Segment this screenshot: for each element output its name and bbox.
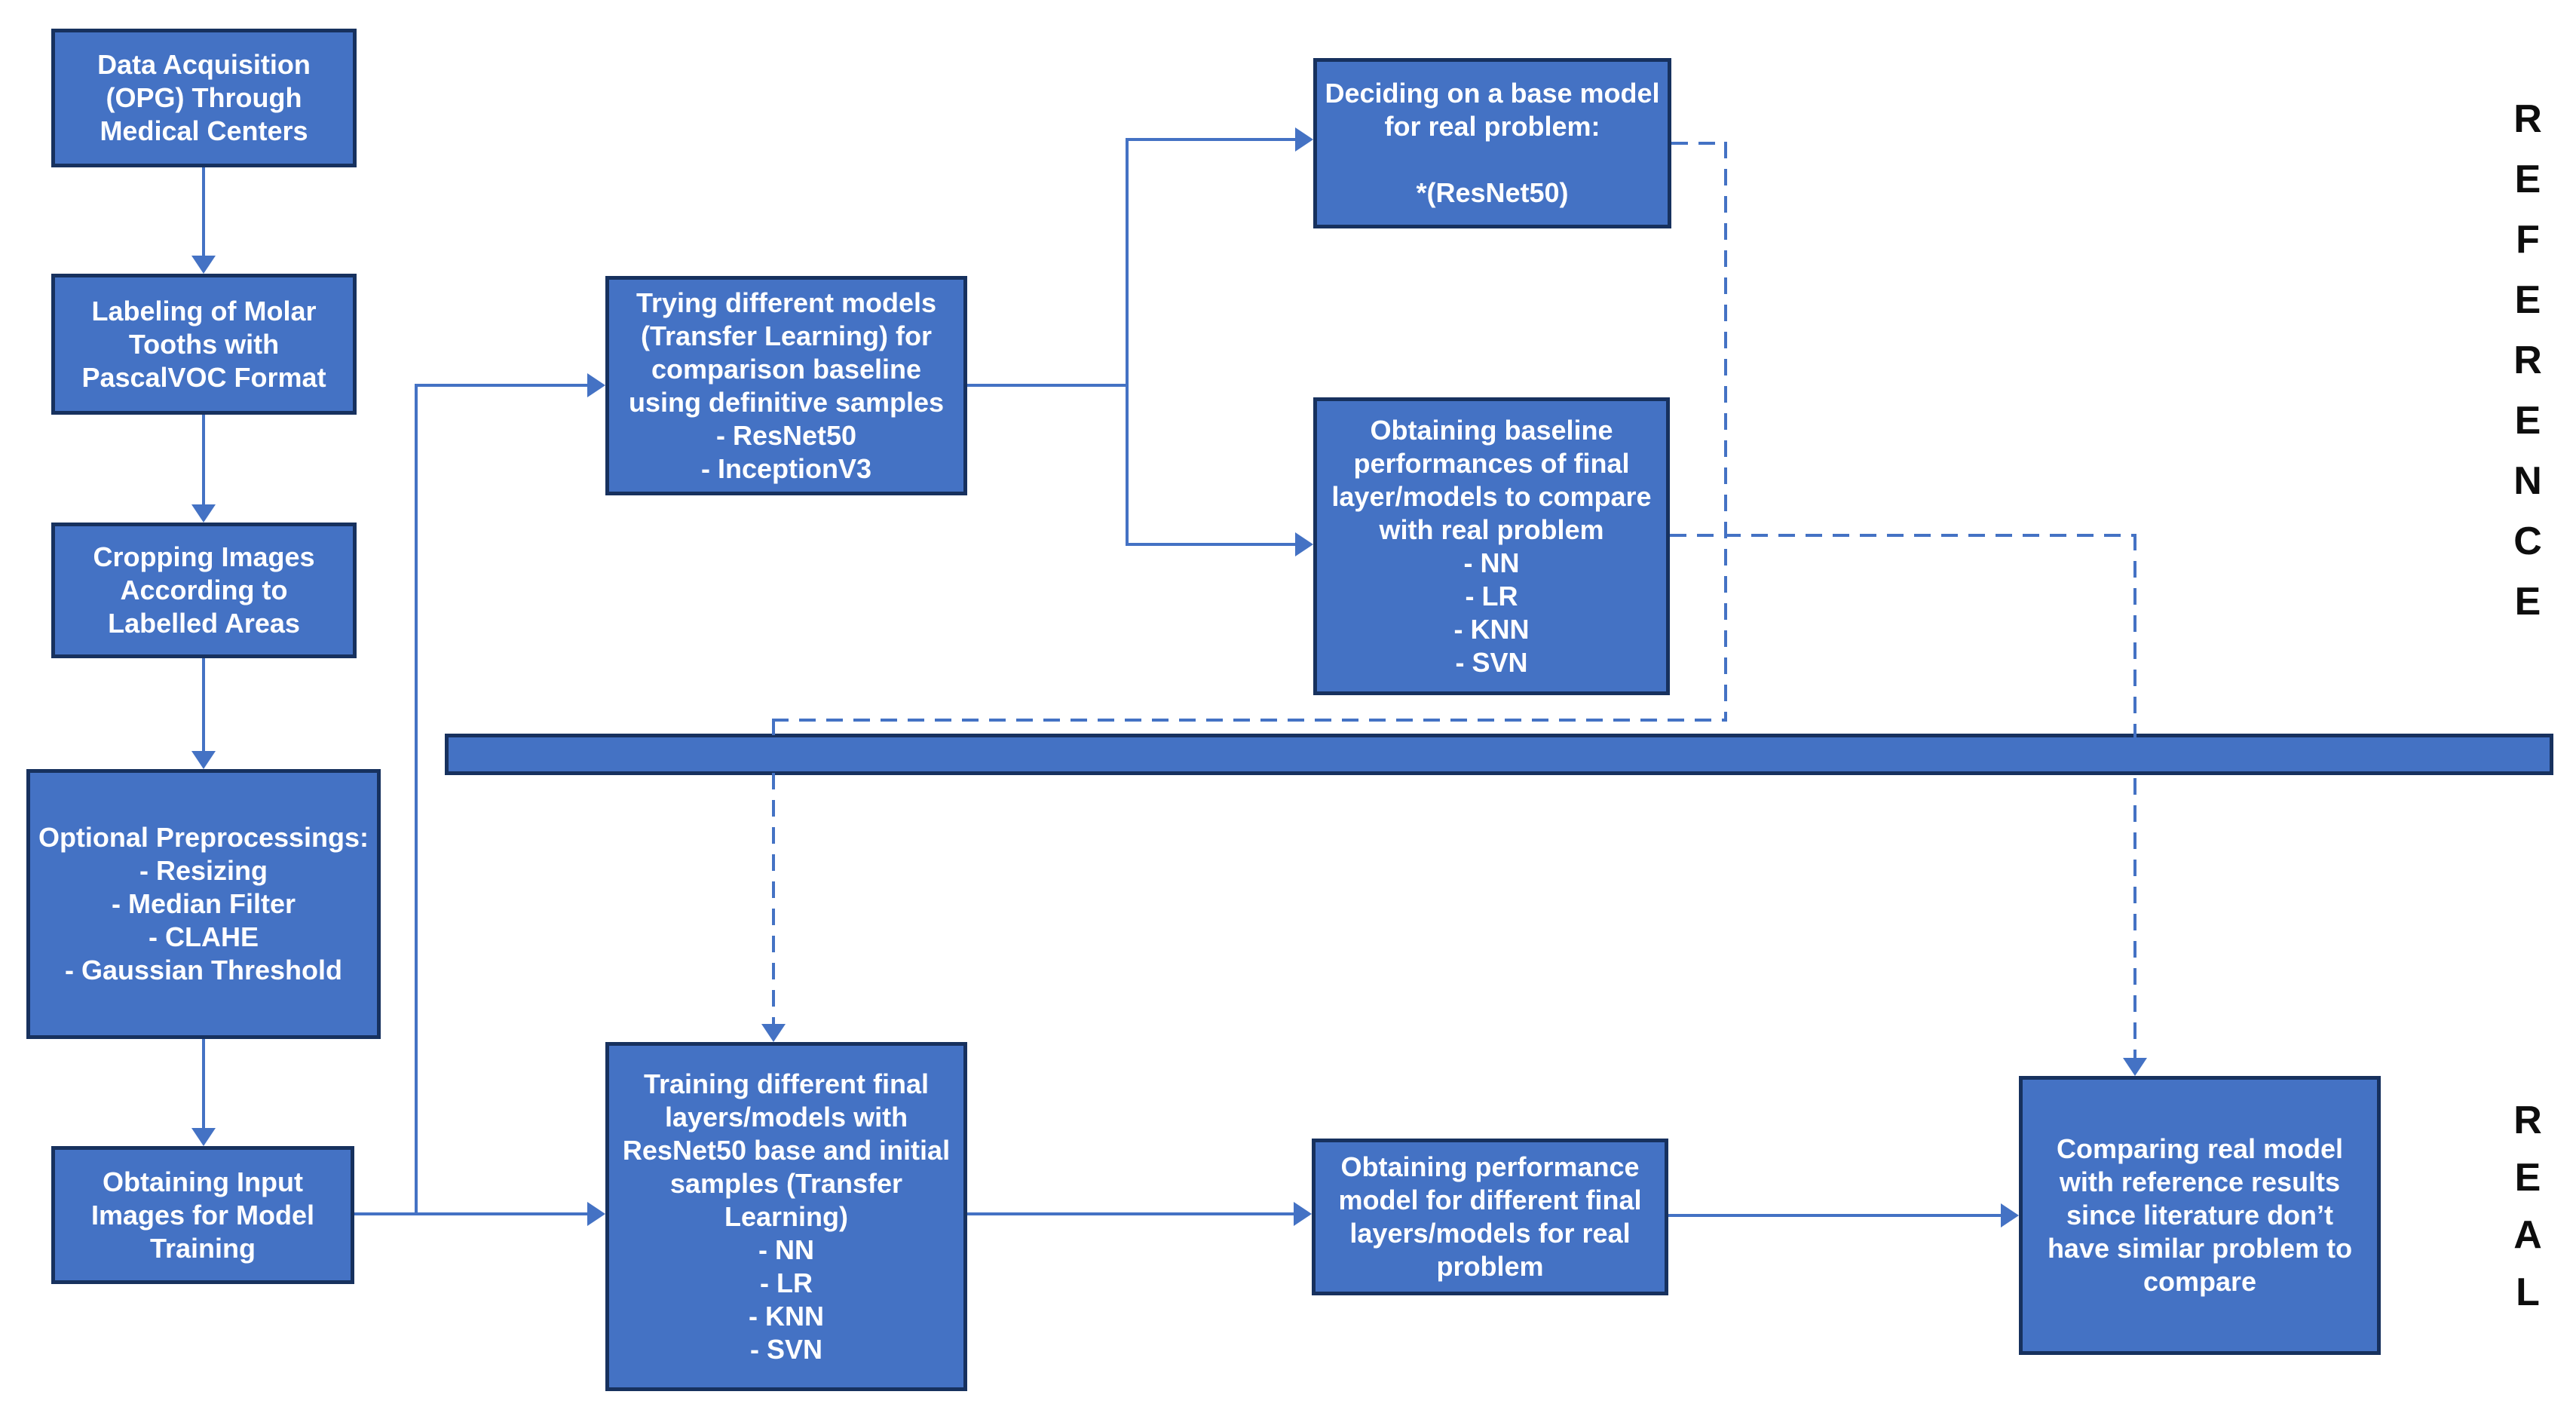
arrowhead-down-icon <box>191 256 216 274</box>
node-trying-models-label: Trying different models (Transfer Learni… <box>628 287 945 484</box>
arrowhead-right-icon <box>1295 532 1313 556</box>
arrowhead-right-icon <box>1295 127 1313 152</box>
connector-performance-to-comparing <box>1668 1214 2004 1217</box>
node-data-acquisition-label: Data Acquisition (OPG) Through Medical C… <box>97 49 311 146</box>
connector-input-to-training <box>354 1212 590 1215</box>
node-baseline-performances: Obtaining baseline performances of final… <box>1313 397 1670 695</box>
node-cropping: Cropping Images According to Labelled Ar… <box>51 523 357 658</box>
connector-to-deciding <box>1126 138 1298 141</box>
node-obtaining-input: Obtaining Input Images for Model Trainin… <box>51 1146 354 1284</box>
node-baseline-performances-label: Obtaining baseline performances of final… <box>1331 414 1652 678</box>
node-preprocessing: Optional Preprocessings: - Resizing - Me… <box>26 769 381 1039</box>
section-divider-bar <box>445 734 2553 775</box>
arrowhead-down-icon <box>761 1024 786 1042</box>
dashed-baseline-out <box>1670 534 2136 537</box>
node-obtaining-performance: Obtaining performance model for differen… <box>1312 1139 1668 1295</box>
connector-to-baseline <box>1126 543 1298 546</box>
node-labeling-label: Labeling of Molar Tooths with PascalVOC … <box>81 295 326 393</box>
dashed-deciding-across <box>772 719 1727 722</box>
node-trying-models: Trying different models (Transfer Learni… <box>605 276 967 495</box>
node-training-final-layers-label: Training different final layers/models w… <box>622 1068 951 1365</box>
node-deciding-base-model-label: Deciding on a base model for real proble… <box>1325 78 1660 208</box>
dashed-deciding-out <box>1671 142 1727 145</box>
arrowhead-down-icon <box>191 504 216 523</box>
node-training-final-layers: Training different final layers/models w… <box>605 1042 967 1391</box>
dashed-baseline-to-comparing <box>2133 534 2136 1061</box>
connector-acquisition-to-labeling <box>202 167 205 258</box>
arrowhead-down-icon <box>191 751 216 769</box>
node-comparing-real-model-label: Comparing real model with reference resu… <box>2047 1133 2353 1297</box>
connector-preprocessing-to-input <box>202 1039 205 1130</box>
arrowhead-right-icon <box>587 1202 605 1226</box>
connector-labeling-to-cropping <box>202 415 205 507</box>
node-data-acquisition: Data Acquisition (OPG) Through Medical C… <box>51 29 357 167</box>
arrowhead-right-icon <box>587 373 605 397</box>
node-deciding-base-model: Deciding on a base model for real proble… <box>1313 58 1671 228</box>
node-obtaining-input-label: Obtaining Input Images for Model Trainin… <box>90 1166 315 1264</box>
connector-branch-up <box>415 384 418 1214</box>
arrowhead-down-icon <box>2123 1058 2147 1076</box>
dashed-deciding-down <box>1724 142 1727 722</box>
node-comparing-real-model: Comparing real model with reference resu… <box>2019 1076 2381 1355</box>
connector-trying-out <box>967 384 1129 387</box>
connector-split-vertical <box>1126 138 1129 546</box>
arrowhead-down-icon <box>191 1128 216 1146</box>
node-preprocessing-label: Optional Preprocessings: - Resizing - Me… <box>38 822 369 985</box>
node-labeling: Labeling of Molar Tooths with PascalVOC … <box>51 274 357 415</box>
node-obtaining-performance-label: Obtaining performance model for differen… <box>1338 1151 1642 1282</box>
connector-training-to-performance <box>967 1212 1297 1215</box>
arrowhead-right-icon <box>2001 1203 2019 1228</box>
connector-cropping-to-preprocessing <box>202 658 205 753</box>
connector-branch-to-trying <box>415 384 590 387</box>
section-label-reference: R E F E R E N C E <box>2513 97 2542 624</box>
node-cropping-label: Cropping Images According to Labelled Ar… <box>93 541 315 639</box>
dashed-deciding-to-training <box>772 719 775 1027</box>
arrowhead-right-icon <box>1294 1202 1312 1226</box>
section-label-real: R E A L <box>2513 1099 2542 1314</box>
